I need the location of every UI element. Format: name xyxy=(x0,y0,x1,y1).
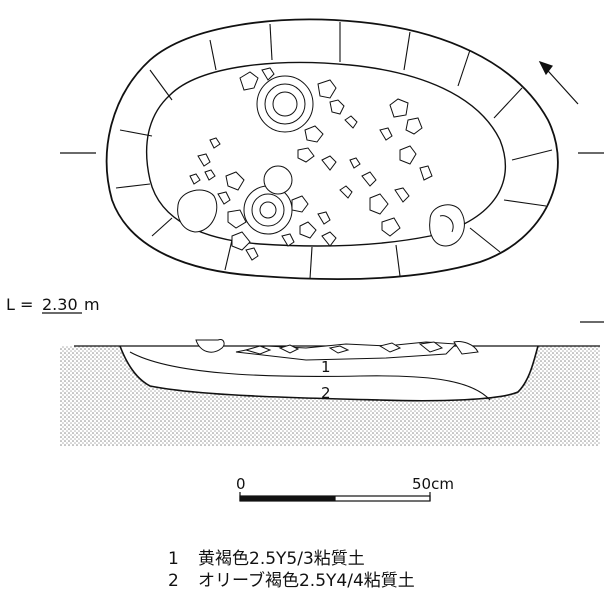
pit-outer-outline xyxy=(105,18,559,280)
elevation-prefix: L = xyxy=(6,295,33,314)
elevation-label: L = 2.30 m xyxy=(6,295,604,323)
plan-view xyxy=(60,18,604,280)
legend-number-1: 1 xyxy=(168,549,179,569)
elevation-value: 2.30 xyxy=(42,295,78,314)
legend-item-2: 2 オリーブ褐色2.5Y4/4粘質土 xyxy=(168,570,415,592)
pit-bottom-line xyxy=(119,345,539,402)
scale-bar: 0 50cm xyxy=(236,475,454,502)
scale-end-label: 50cm xyxy=(412,475,454,493)
section-layer-2-label: 2 xyxy=(321,384,331,402)
section-view: 1 2 xyxy=(60,339,600,446)
section-pottery xyxy=(195,339,479,361)
section-fill-cut xyxy=(120,346,538,401)
legend-description-1: 黄褐色2.5Y5/3粘質土 xyxy=(198,549,365,569)
legend-number-2: 2 xyxy=(168,571,179,591)
slope-hachures xyxy=(115,22,553,280)
scale-start-label: 0 xyxy=(236,475,246,493)
section-layer-1-label: 1 xyxy=(321,358,331,376)
north-arrow-icon xyxy=(538,60,579,105)
layer-boundary-line xyxy=(129,351,491,401)
section-stippled-fill xyxy=(60,346,600,446)
elevation-unit: m xyxy=(84,295,100,314)
legend-item-1: 1 黄褐色2.5Y5/3粘質土 xyxy=(168,548,365,570)
pottery-fragments xyxy=(177,67,465,261)
legend-description-2: オリーブ褐色2.5Y4/4粘質土 xyxy=(198,571,415,591)
